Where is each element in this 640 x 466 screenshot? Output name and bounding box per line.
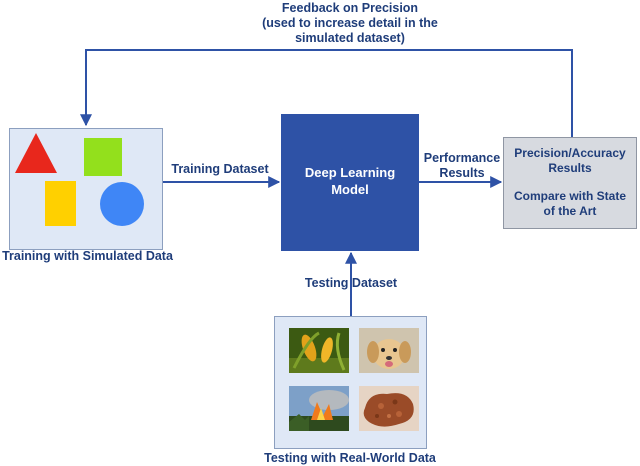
feedback-line-1: Feedback on Precision <box>281 1 419 15</box>
blue-circle-shape <box>100 182 144 226</box>
corn-photo <box>289 328 349 373</box>
results-line-1: Precision/Accuracy <box>514 146 626 160</box>
feedback-line-2: (used to increase detail in the <box>262 16 438 30</box>
training-caption: Training with Simulated Data <box>2 249 173 263</box>
red-triangle-shape <box>15 133 57 173</box>
performance-line-2: Results <box>439 166 485 180</box>
testing-caption: Testing with Real-World Data <box>264 451 436 465</box>
simulated-data-box <box>9 128 163 250</box>
wildfire-photo <box>289 386 349 431</box>
performance-line-1: Performance <box>423 151 501 165</box>
simulated-shapes <box>15 133 144 226</box>
feedback-line-3: simulated dataset) <box>295 31 405 45</box>
model-line-2: Model <box>331 182 369 197</box>
deep-learning-model-box: Deep Learning Model <box>281 114 419 251</box>
testing-dataset-label: Testing Dataset <box>304 276 398 290</box>
puppy-photo <box>359 328 419 373</box>
training-dataset-label: Training Dataset <box>171 162 269 176</box>
mineral-photo <box>359 386 419 431</box>
performance-results-label: Performance Results <box>420 151 504 181</box>
results-line-4: of the Art <box>543 204 597 218</box>
feedback-arrow <box>80 49 573 137</box>
results-line-3: Compare with State <box>513 189 627 203</box>
precision-results-box: Precision/Accuracy Results Compare with … <box>503 137 637 229</box>
feedback-label: Feedback on Precision (used to increase … <box>230 1 470 46</box>
real-world-data-box <box>274 316 427 449</box>
results-line-2: Results <box>548 161 592 175</box>
green-square-shape <box>84 138 122 176</box>
yellow-rectangle-shape <box>45 181 76 226</box>
model-line-1: Deep Learning <box>304 165 396 180</box>
